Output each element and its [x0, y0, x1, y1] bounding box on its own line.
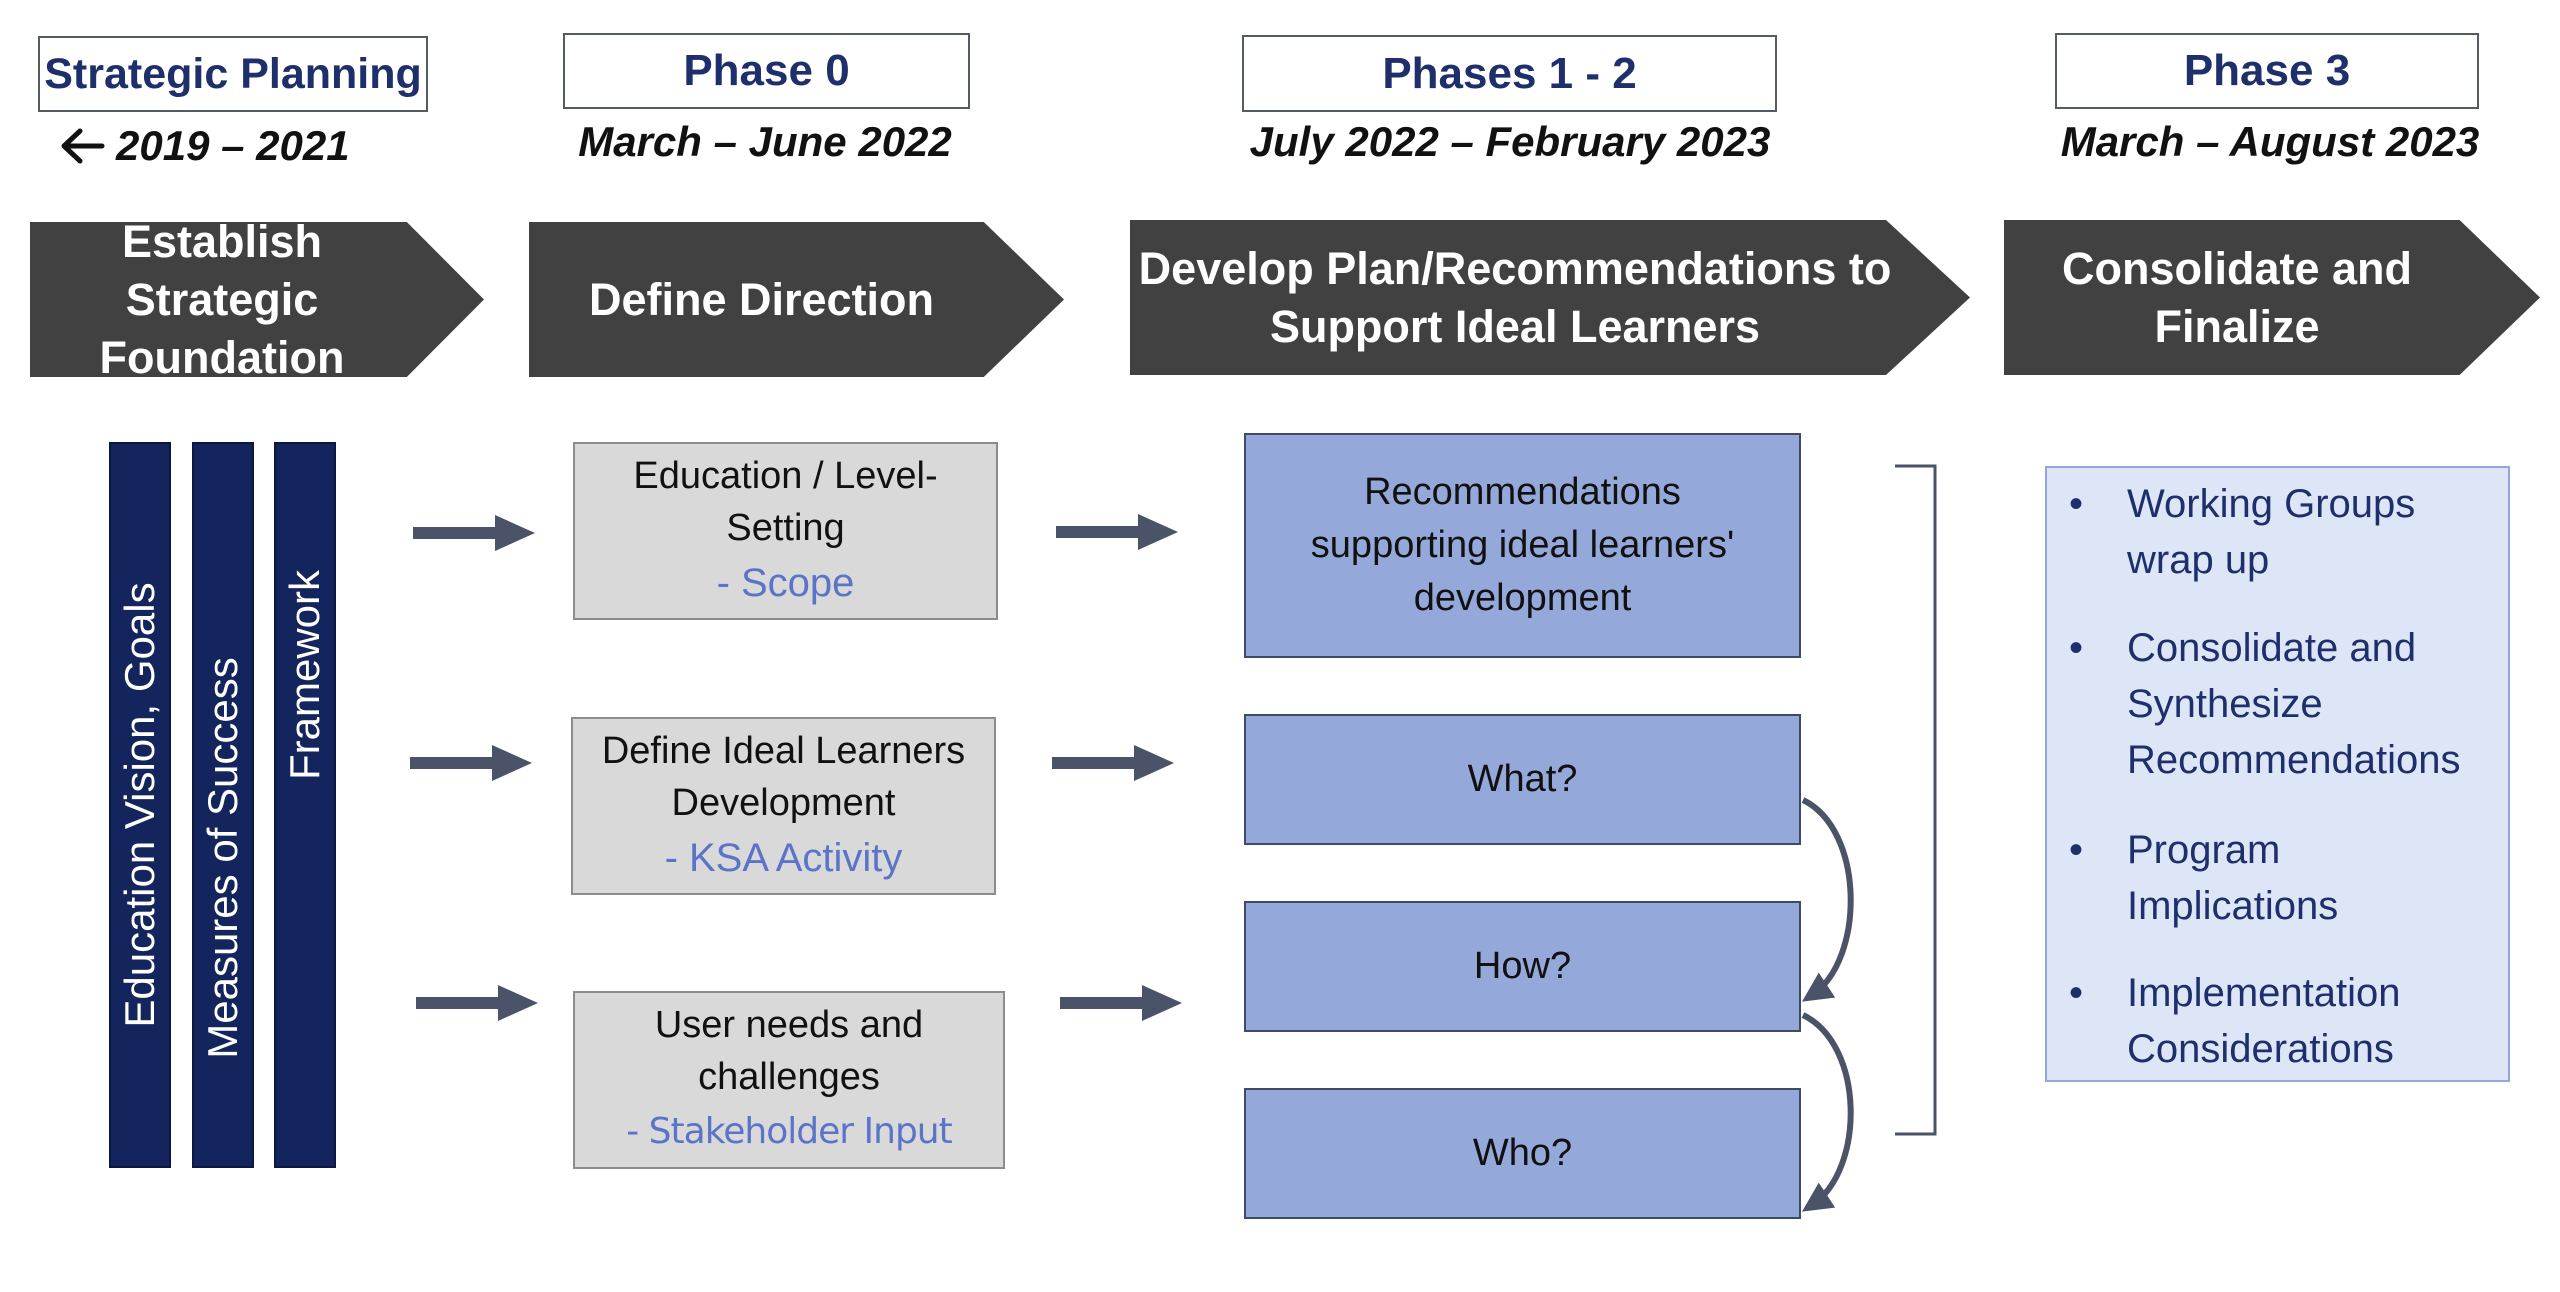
phase-title-phase-3: Phase 3 — [2055, 33, 2479, 109]
phase-title-phases-1-2: Phases 1 - 2 — [1242, 35, 1777, 112]
right-arrow-icon — [410, 745, 532, 781]
phase-date-phases-1-2: July 2022 – February 2023 — [1249, 118, 1771, 165]
right-arrow-icon — [1056, 514, 1178, 550]
phase-date-strategic-planning: 2019 – 2021 — [58, 118, 378, 174]
left-arrow-icon — [61, 128, 105, 164]
right-arrow-icon — [416, 985, 538, 1021]
foundation-bar-measures-of-success: Measures of Success — [192, 442, 254, 1168]
curved-arrow-icon — [1801, 1012, 1854, 1212]
direction-box-stakeholder: User needs and challenges - Stakeholder … — [573, 991, 1005, 1169]
phase-date-phase-0: March – June 2022 — [578, 118, 952, 165]
curved-arrow-icon — [1801, 797, 1854, 1002]
bracket-connector — [1895, 464, 1937, 1136]
foundation-bar-framework: Framework — [274, 442, 336, 1168]
phase-title-strategic-planning: Strategic Planning — [38, 36, 428, 112]
direction-box-ksa: Define Ideal Learners Development - KSA … — [571, 717, 996, 895]
phase-title-phase-0: Phase 0 — [563, 33, 970, 109]
direction-box-scope: Education / Level- Setting - Scope — [573, 442, 998, 620]
plan-box-how: How? — [1244, 901, 1801, 1032]
right-arrow-icon — [1052, 745, 1174, 781]
banner-define-direction: Define Direction — [529, 222, 1064, 377]
foundation-bar-vision-goals: Education Vision, Goals — [109, 442, 171, 1168]
right-arrow-icon — [1060, 985, 1182, 1021]
phase-date-phase-3: March – August 2023 — [2060, 118, 2480, 165]
plan-box-who: Who? — [1244, 1088, 1801, 1219]
right-arrow-icon — [413, 515, 535, 551]
plan-box-what: What? — [1244, 714, 1801, 845]
